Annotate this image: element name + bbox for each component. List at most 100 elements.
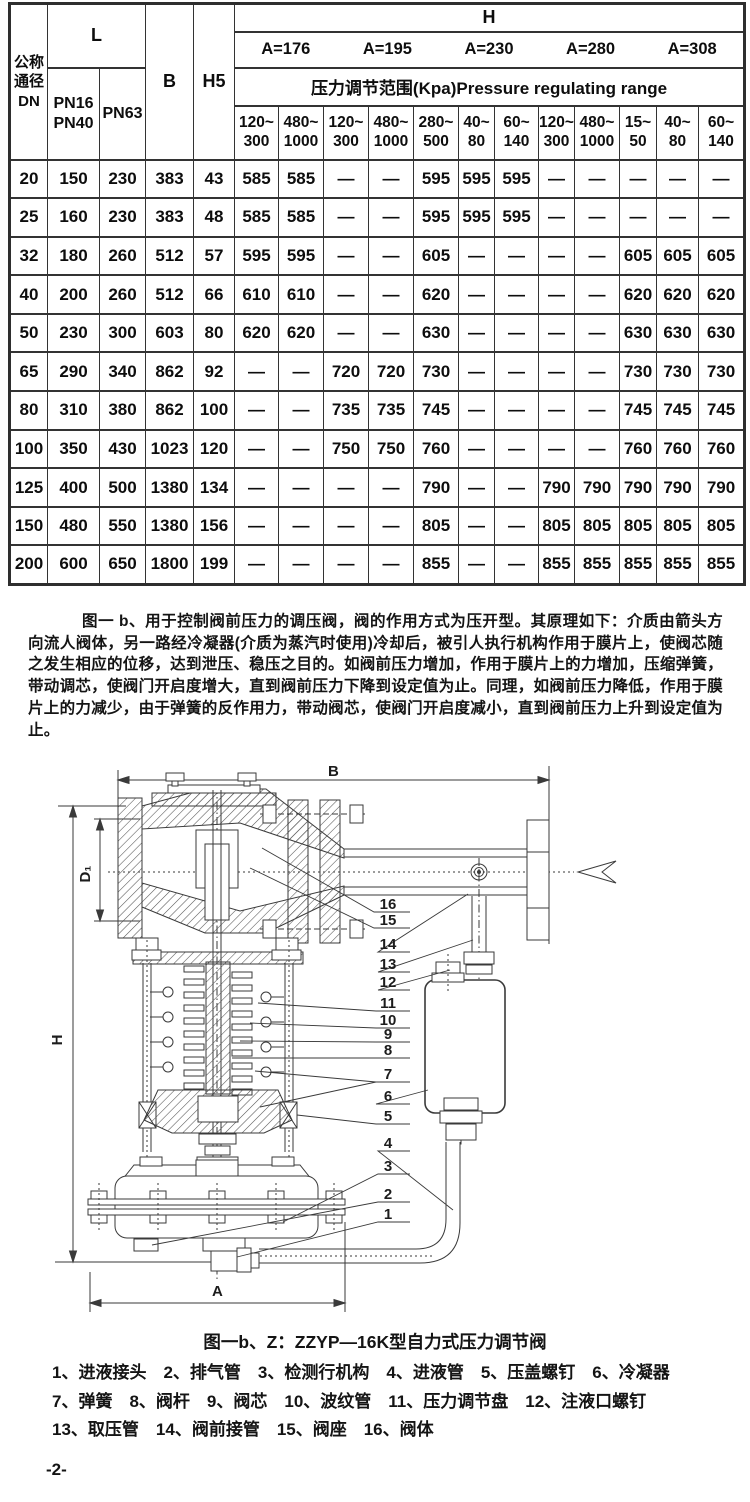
table-cell: 750	[323, 428, 369, 470]
table-cell: 630	[698, 312, 745, 354]
table-cell: 720	[368, 351, 414, 393]
valve-cross-section-diagram: B H D₁	[49, 763, 617, 1312]
table-cell: 595	[413, 158, 459, 200]
svg-text:3: 3	[384, 1158, 392, 1175]
table-cell: 125	[9, 467, 48, 508]
parts-line: 7、弹簧 8、阀杆 9、阀芯 10、波纹管 11、压力调节盘 12、注液口螺钉	[52, 1391, 647, 1411]
table-cell: 855	[656, 544, 699, 586]
table-cell: 200	[47, 274, 100, 315]
spring-stack	[131, 937, 304, 1166]
table-cell: —	[278, 467, 324, 508]
table-cell: 380	[99, 390, 146, 431]
table-cell: —	[368, 544, 414, 586]
table-cell: 595	[494, 158, 539, 200]
table-cell: 735	[323, 390, 369, 431]
table-cell: 383	[145, 158, 194, 200]
table-cell: 150	[47, 158, 100, 200]
svg-text:8: 8	[384, 1042, 392, 1059]
condenser	[424, 863, 506, 1141]
callout-8: 8	[232, 1042, 410, 1059]
table-cell: —	[494, 467, 539, 508]
table-cell: 43	[193, 158, 235, 200]
table-cell: 1380	[145, 505, 194, 547]
table-cell: —	[234, 390, 279, 431]
table-cell: 200	[9, 544, 48, 586]
col-header-dn: 公称 通径 DN	[9, 2, 48, 161]
callout-15: 15	[249, 867, 410, 929]
table-cell: 805	[698, 505, 745, 547]
table-cell: 620	[698, 274, 745, 315]
table-cell: 630	[619, 312, 657, 354]
table-cell: 230	[47, 312, 100, 354]
header-range-title: 压力调节范围(Kpa)Pressure regulating range	[234, 66, 745, 107]
table-cell: 48	[193, 197, 235, 238]
sensing-pipe	[259, 1142, 461, 1264]
table-cell: —	[538, 197, 575, 238]
flow-arrow-icon	[576, 860, 617, 884]
table-cell: —	[574, 351, 620, 393]
table-cell: 605	[413, 235, 459, 277]
table-cell: 605	[698, 235, 745, 277]
table-cell: 730	[413, 351, 459, 393]
table-cell: —	[458, 312, 495, 354]
table-cell: —	[538, 158, 575, 200]
dim-b-label: B	[328, 763, 339, 780]
table-cell: 230	[99, 158, 146, 200]
svg-text:4: 4	[384, 1135, 393, 1152]
parts-line: 13、取压管 14、阀前接管 15、阀座 16、阀体	[52, 1420, 434, 1440]
dimension-h: H	[49, 804, 220, 1264]
table-cell: —	[494, 505, 539, 547]
svg-text:15: 15	[380, 912, 397, 929]
outlet-flange	[526, 819, 550, 941]
col-header-range: 120~ 300	[323, 104, 369, 161]
table-cell: 620	[278, 312, 324, 354]
table-cell: —	[323, 235, 369, 277]
table-cell: 855	[698, 544, 745, 586]
table-cell: 1800	[145, 544, 194, 586]
table-cell: 160	[47, 197, 100, 238]
table-cell: 730	[698, 351, 745, 393]
callout-13: 13	[377, 939, 474, 973]
table-cell: —	[574, 390, 620, 431]
table-cell: —	[494, 544, 539, 586]
table-cell: 199	[193, 544, 235, 586]
table-cell: 340	[99, 351, 146, 393]
table-cell: 80	[9, 390, 48, 431]
dimension-a: A	[88, 1222, 347, 1312]
table-cell: —	[278, 544, 324, 586]
table-cell: 603	[145, 312, 194, 354]
table-cell: 92	[193, 351, 235, 393]
table-cell: —	[458, 274, 495, 315]
table-cell: —	[323, 274, 369, 315]
actuator-bolts	[90, 1183, 343, 1231]
col-header-b: B	[145, 2, 194, 161]
col-header-range: 60~ 140	[494, 104, 539, 161]
table-cell: —	[278, 428, 324, 470]
table-cell: 430	[99, 428, 146, 470]
dimension-d1: D₁	[77, 817, 140, 923]
table-cell: 50	[9, 312, 48, 354]
table-cell: —	[323, 467, 369, 508]
table-cell: —	[494, 390, 539, 431]
table-cell: —	[234, 351, 279, 393]
table-cell: —	[619, 158, 657, 200]
col-header-range: 40~ 80	[656, 104, 699, 161]
table-cell: —	[278, 351, 324, 393]
callout-2: 2	[151, 1186, 410, 1246]
col-header-range: 120~ 300	[538, 104, 575, 161]
table-cell: —	[323, 197, 369, 238]
parts-list: 1、进液接头 2、排气管 3、检测行机构 4、进液管 5、压盖螺钉 6、冷凝器 …	[52, 1359, 712, 1445]
table-cell: —	[574, 428, 620, 470]
table-cell: —	[538, 351, 575, 393]
table-cell: —	[656, 197, 699, 238]
table-cell: —	[323, 158, 369, 200]
table-cell: —	[368, 467, 414, 508]
